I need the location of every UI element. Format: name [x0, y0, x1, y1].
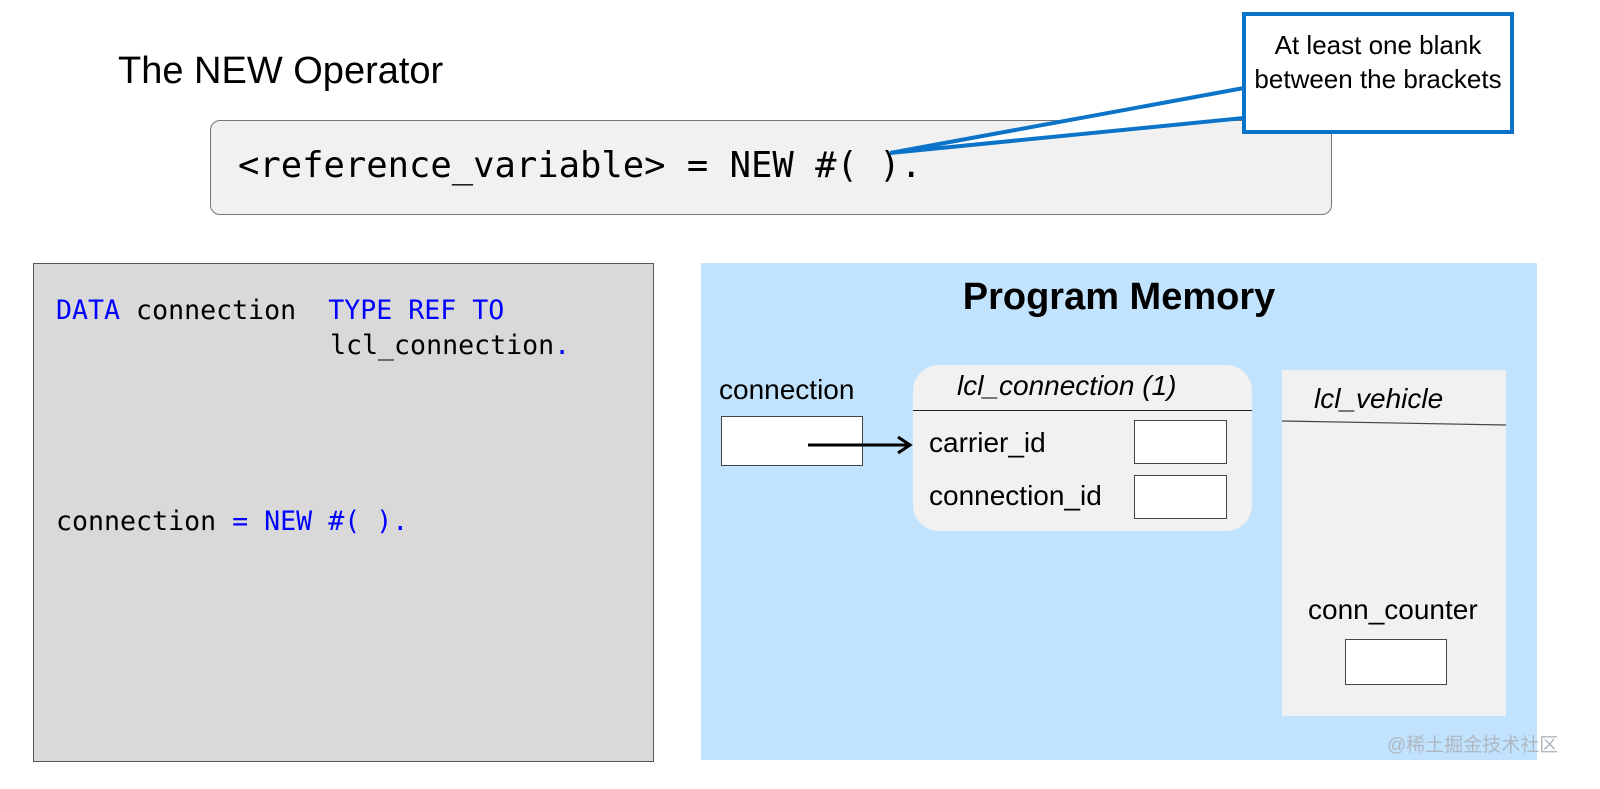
code-line-1: DATA connection TYPE REF TO — [56, 295, 504, 326]
object-class-label: lcl_connection (1) — [957, 370, 1177, 401]
attr-carrier-id: carrier_id — [929, 427, 1046, 458]
memory-title: Program Memory — [962, 276, 1276, 318]
code-line-3: connection = NEW #( ). — [56, 506, 408, 537]
conn-counter-box — [1345, 639, 1447, 685]
carrier-id-box — [1134, 420, 1227, 464]
callout-note: At least one blank between the brackets — [1242, 12, 1514, 134]
identifier: connection — [120, 295, 329, 326]
object-divider — [913, 410, 1252, 411]
code-line-2: lcl_connection. — [330, 330, 570, 361]
class-name-label: lcl_vehicle — [1314, 383, 1444, 414]
new-expression: = NEW #( ). — [232, 506, 409, 537]
attr-connection-id: connection_id — [929, 480, 1102, 511]
ref-var-box — [721, 416, 863, 466]
keyword: DATA — [56, 295, 121, 326]
connection-id-box — [1134, 475, 1227, 519]
code-panel — [33, 263, 654, 762]
identifier: lcl_connection — [330, 330, 555, 361]
keyword: TYPE REF TO — [328, 295, 505, 326]
syntax-box — [210, 120, 1332, 215]
static-attr-label: conn_counter — [1308, 594, 1478, 625]
identifier: connection — [56, 506, 233, 537]
period: . — [554, 330, 571, 361]
watermark: @稀土掘金技术社区 — [1387, 735, 1559, 756]
syntax-code: <reference_variable> = NEW #( ). — [238, 145, 922, 186]
slide-title: The NEW Operator — [118, 50, 444, 92]
ref-var-label: connection — [719, 374, 855, 405]
